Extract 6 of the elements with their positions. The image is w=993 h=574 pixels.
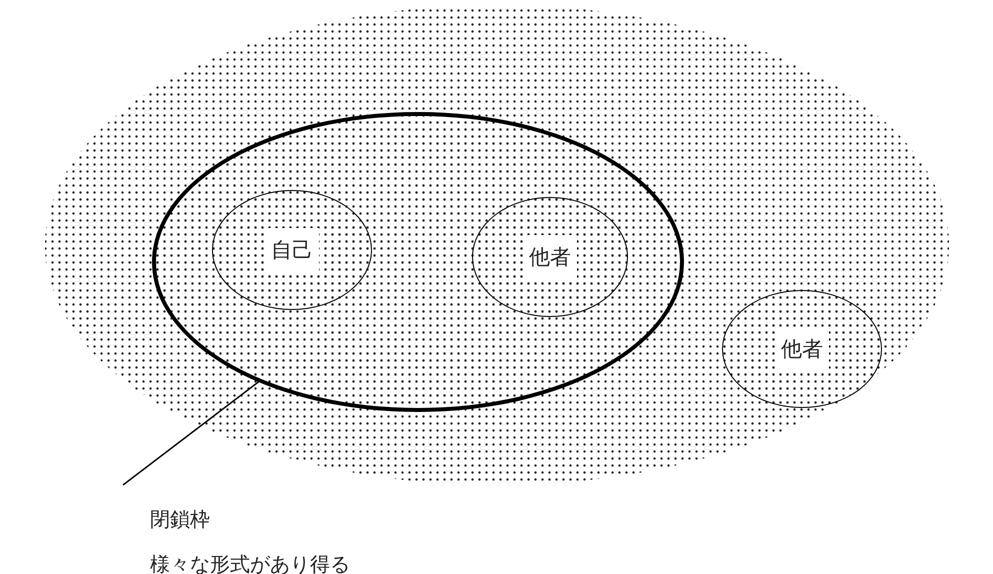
ellipse (472, 197, 628, 317)
leader-line (122, 380, 261, 486)
bold-ellipse (152, 112, 684, 412)
ellipse (212, 190, 372, 310)
ellipse-label: 自己 (265, 228, 319, 272)
callout-text: 閉鎖枠 (150, 506, 210, 533)
